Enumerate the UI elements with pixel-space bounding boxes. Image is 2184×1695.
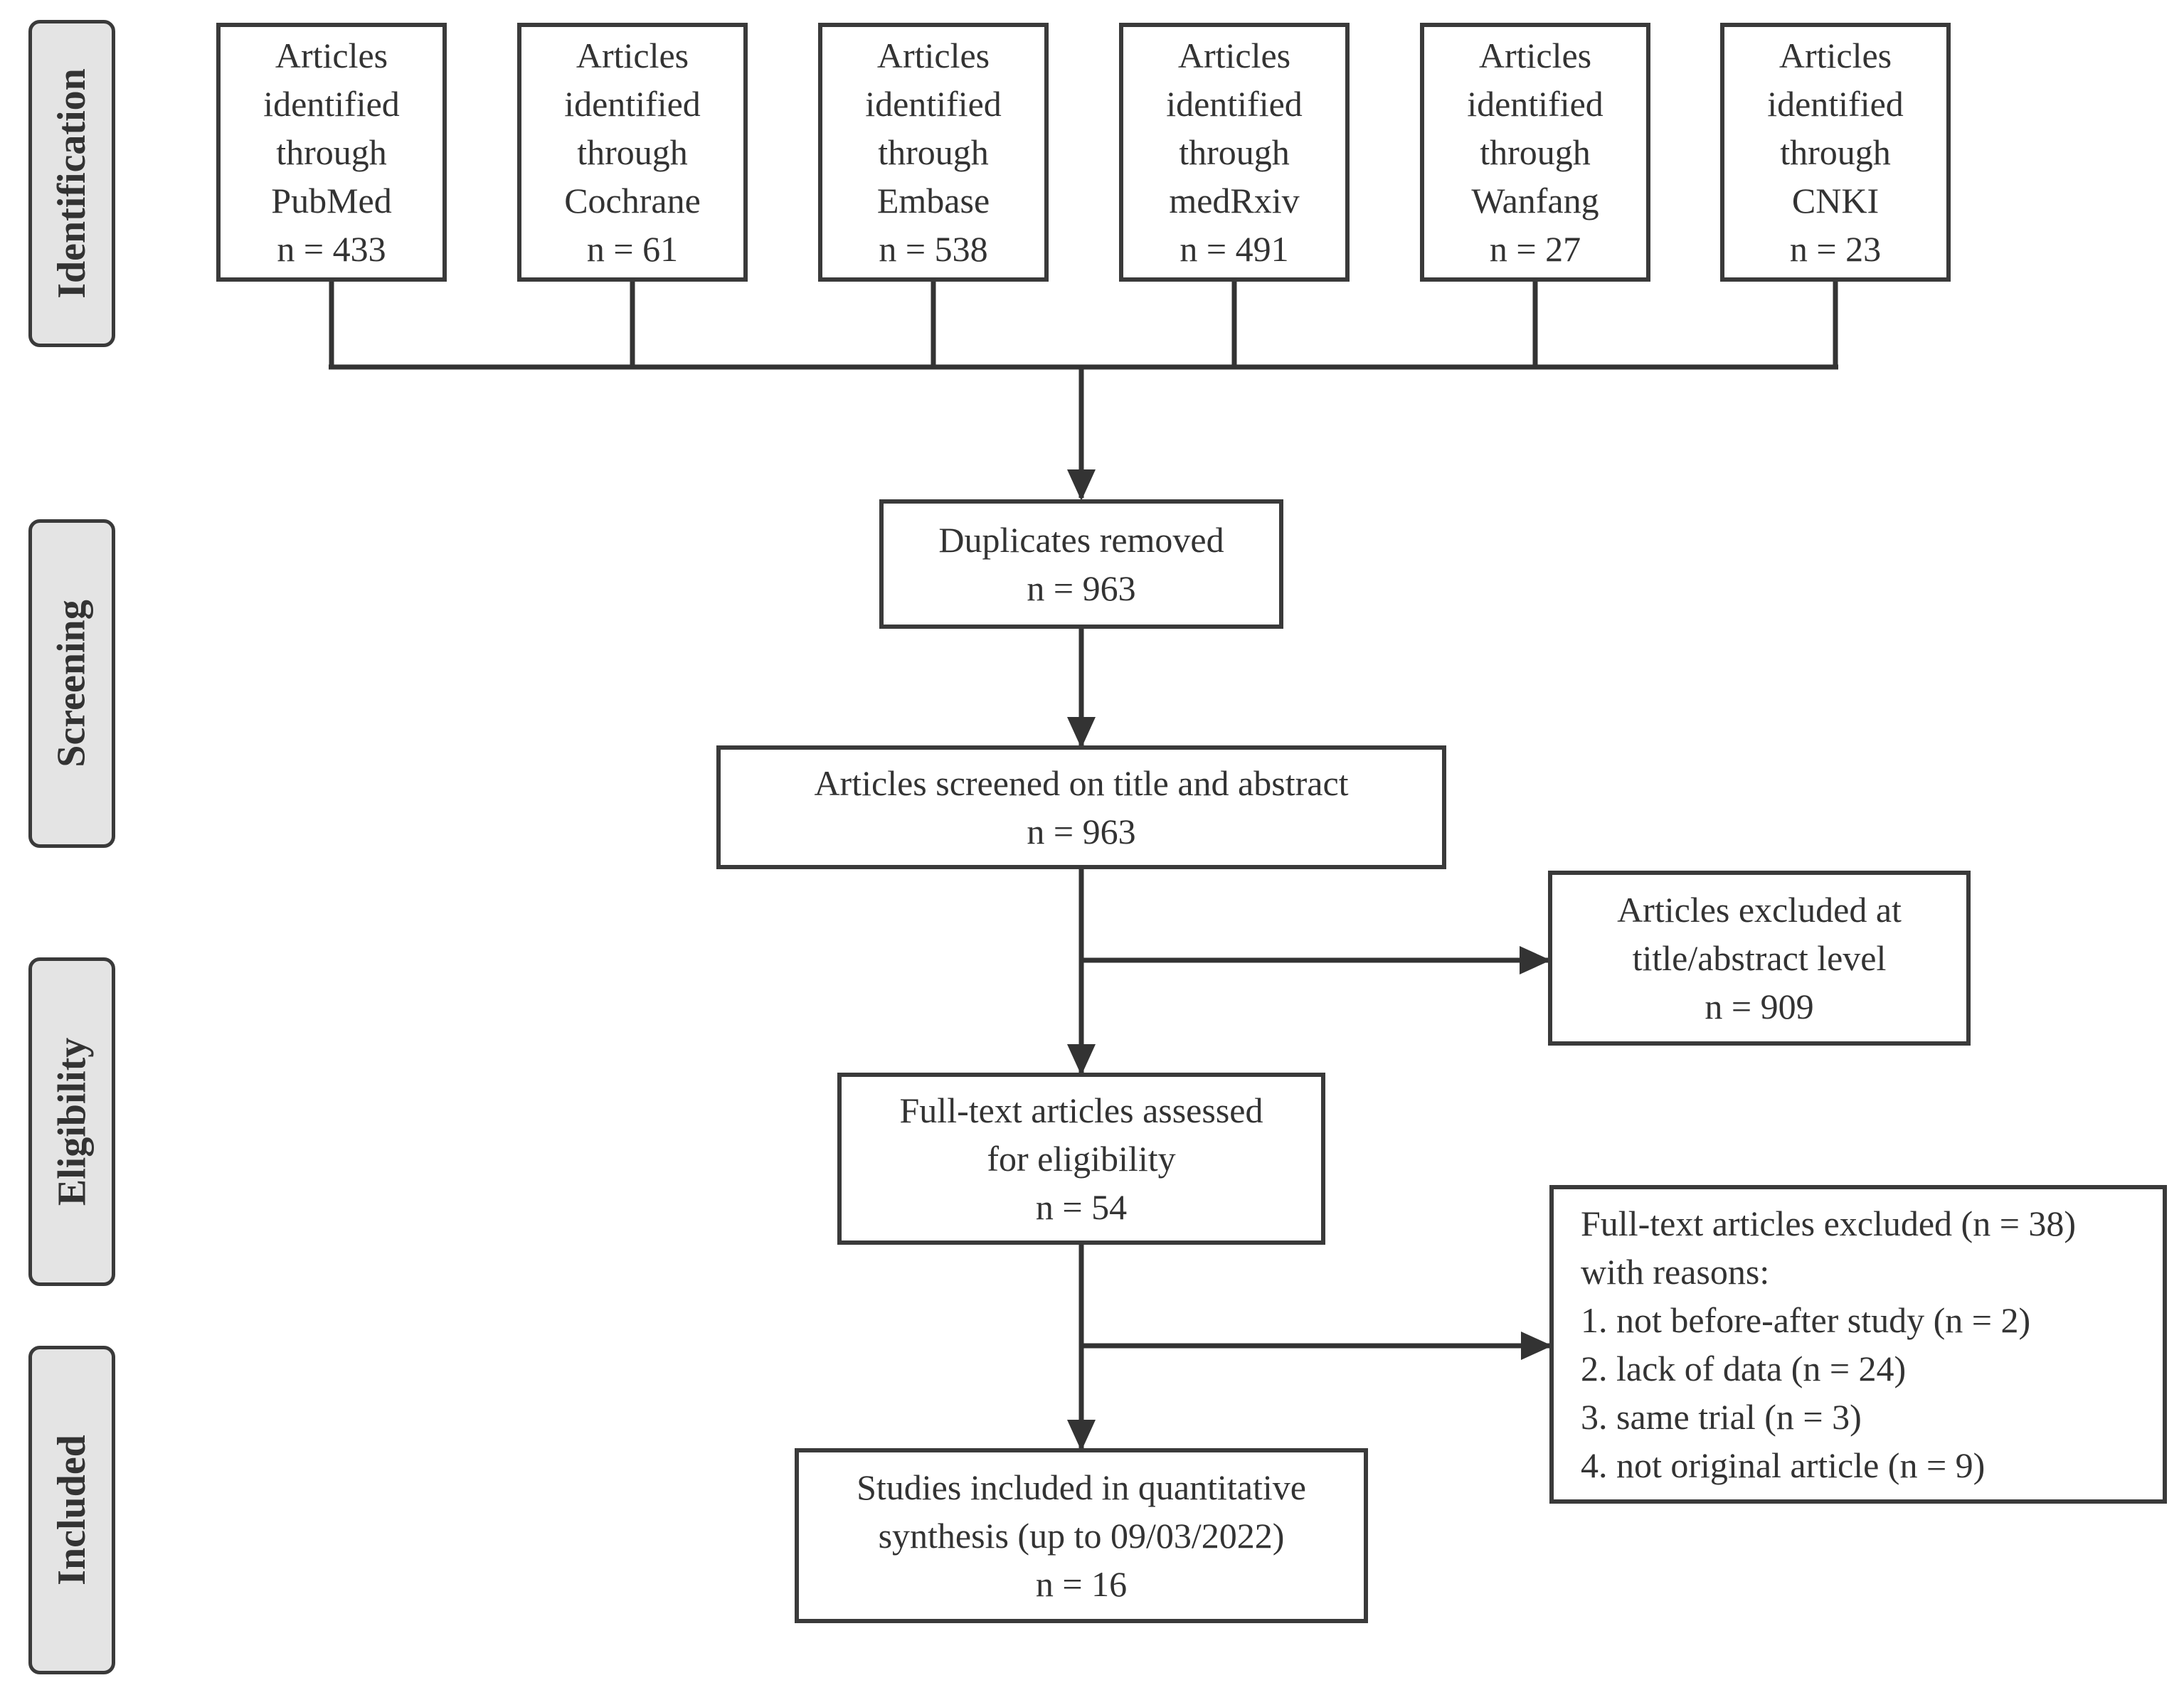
stage-eligibility: Eligibility	[28, 957, 115, 1286]
excluded-title-count: n = 909	[1705, 987, 1814, 1026]
excluded-title-abstract-box: Articles excluded at title/abstract leve…	[1548, 871, 1971, 1046]
studies-included-box: Studies included in quantitative synthes…	[795, 1448, 1368, 1623]
stage-label: Screening	[50, 600, 94, 767]
exclusion-reason: 3. same trial (n = 3)	[1581, 1397, 1862, 1437]
stage-label: Eligibility	[50, 1037, 94, 1206]
exclusion-reason: 2. lack of data (n = 24)	[1581, 1349, 1907, 1388]
fulltext-assessed-box: Full-text articles assessed for eligibil…	[837, 1073, 1325, 1245]
source-box-cnki: Articles identified through CNKI n = 23	[1720, 23, 1951, 282]
stage-identification: Identification	[28, 20, 115, 347]
source-count: n = 61	[586, 229, 679, 269]
source-box-pubmed: Articles identified through PubMed n = 4…	[216, 23, 447, 282]
excluded-fulltext-box: Full-text articles excluded (n = 38) wit…	[1549, 1185, 2167, 1504]
source-count: n = 491	[1180, 229, 1289, 269]
source-box-wanfang: Articles identified through Wanfang n = …	[1420, 23, 1650, 282]
source-count: n = 433	[277, 229, 386, 269]
exclusion-reason: 4. not original article (n = 9)	[1581, 1445, 1986, 1485]
fulltext-count: n = 54	[1035, 1187, 1128, 1227]
duplicates-removed-box: Duplicates removed n = 963	[879, 499, 1283, 629]
duplicates-count: n = 963	[1027, 568, 1136, 608]
stage-screening: Screening	[28, 519, 115, 848]
exclusion-reason: 1. not before-after study (n = 2)	[1581, 1300, 2031, 1340]
source-count: n = 27	[1489, 229, 1581, 269]
source-box-medrxiv: Articles identified through medRxiv n = …	[1119, 23, 1350, 282]
source-count: n = 538	[879, 229, 988, 269]
screened-count: n = 963	[1027, 812, 1136, 851]
source-count: n = 23	[1789, 229, 1882, 269]
screened-box: Articles screened on title and abstract …	[716, 745, 1446, 869]
stage-label: Identification	[50, 68, 94, 299]
source-box-cochrane: Articles identified through Cochrane n =…	[517, 23, 748, 282]
stage-included: Included	[28, 1346, 115, 1674]
included-count: n = 16	[1035, 1564, 1128, 1604]
source-box-embase: Articles identified through Embase n = 5…	[818, 23, 1049, 282]
stage-label: Included	[50, 1435, 95, 1585]
